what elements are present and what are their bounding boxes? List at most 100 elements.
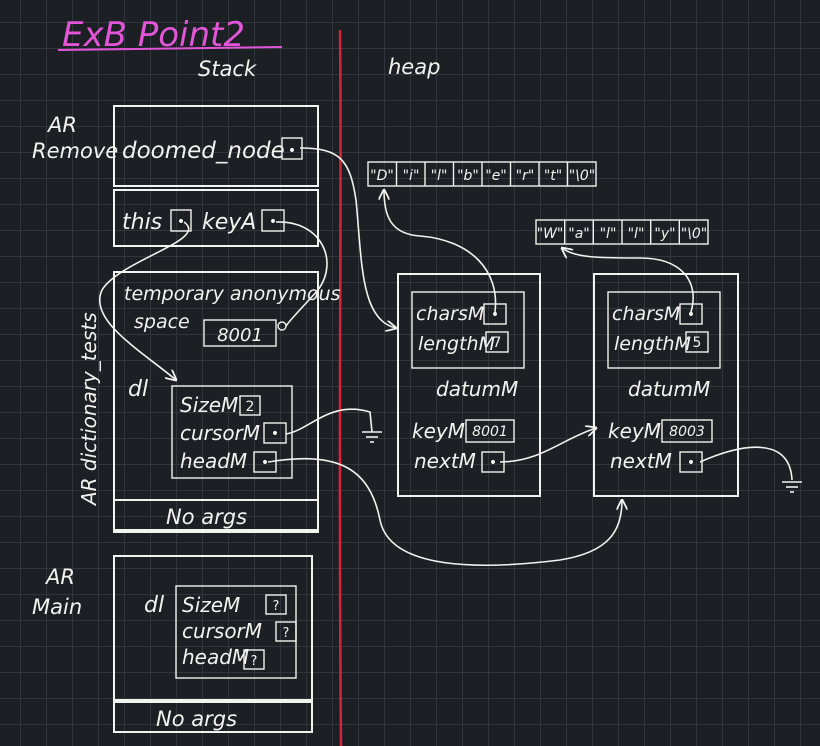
this-param-label: this — [122, 210, 162, 235]
node-2-key-label: keyM — [608, 419, 661, 443]
ar-dictionary-tests-frame — [113, 271, 319, 531]
char-cell: "\0" — [681, 226, 708, 242]
ar-dictionary-tests-label: AR dictionary_tests — [77, 312, 101, 507]
ar-remove-frame — [113, 105, 319, 187]
heap-node-1-frame — [397, 273, 541, 497]
char-cell: "a" — [568, 226, 589, 242]
main-cursor-field-value: ? — [283, 626, 290, 641]
heap-string-dilbert: "D" "i" "l" "b" "e" "r" "t" "\0" — [367, 161, 597, 187]
this-pointer-dot: • — [177, 214, 185, 230]
key-param-label: keyA — [202, 210, 256, 235]
node-2-datum-frame — [607, 291, 721, 369]
head-pointer-dot: • — [261, 455, 269, 471]
node-1-datum-label: datumM — [436, 377, 518, 401]
node-2-chars-label: charsM — [612, 303, 680, 325]
cursor-field-label: cursorM — [180, 421, 260, 445]
char-cell: "W" — [537, 226, 564, 242]
char-cell: "t" — [544, 168, 562, 184]
ar-remove-label-ar: AR — [46, 113, 77, 137]
main-size-field-value: ? — [273, 599, 280, 614]
node-1-next-label: nextM — [414, 449, 476, 473]
node-1-length-label: lengthM — [418, 333, 495, 355]
node-2-length-value: 5 — [693, 335, 702, 351]
null-ground-icon — [782, 481, 802, 493]
head-pointer-cell — [253, 451, 277, 473]
key-pointer-dot: • — [269, 214, 277, 230]
main-size-field-label: SizeM — [182, 593, 240, 617]
null-ground-icon — [362, 431, 382, 443]
this-pointer-cell — [170, 209, 192, 232]
head-field-label: headM — [180, 449, 247, 473]
cursor-to-null-arrow — [285, 408, 373, 435]
main-head-field-value: ? — [251, 654, 258, 669]
size-field-cell — [239, 395, 261, 416]
char-cell: "\0" — [569, 168, 596, 184]
stack-heap-divider — [338, 29, 343, 746]
node1-chars-to-dilbert-arrow — [384, 190, 497, 313]
main-head-field-cell — [243, 649, 265, 670]
node-2-datum-label: datumM — [628, 377, 710, 401]
node-1-length-cell — [485, 331, 509, 353]
heap-string-wally: "W" "a" "l" "l" "y" "\0" — [535, 219, 709, 245]
node-2-chars-cell — [679, 303, 703, 325]
node-1-datum-frame — [411, 291, 525, 369]
node2-next-to-null-arrow — [699, 446, 793, 481]
size-field-value: 2 — [246, 399, 255, 415]
ar-main-label-ar: AR — [44, 565, 75, 589]
main-cursor-field-label: cursorM — [182, 619, 262, 643]
title-underline — [57, 46, 283, 51]
char-cell: "l" — [628, 226, 645, 242]
char-cell: "r" — [516, 168, 535, 184]
stack-label: Stack — [198, 57, 257, 81]
node-1-next-dot: • — [489, 455, 497, 471]
ar-main-label-name: Main — [32, 595, 82, 619]
dl-label: dl — [128, 377, 148, 402]
doomed-node-label: doomed_node — [122, 138, 285, 164]
char-cell: "e" — [485, 168, 507, 184]
ar-dictionary-tests-args-frame — [113, 499, 319, 533]
doomed-node-pointer-dot: • — [288, 143, 296, 159]
heap-label: heap — [388, 55, 440, 79]
doomed-node-to-node1-arrow — [299, 147, 396, 328]
char-cell: "l" — [431, 168, 448, 184]
ar-main-no-args: No args — [156, 707, 237, 731]
node-2-length-label: lengthM — [614, 333, 691, 355]
char-cell: "l" — [600, 226, 617, 242]
ar-remove-args-frame — [113, 189, 319, 247]
ar-main-frame — [113, 555, 313, 703]
node-2-key-value: 8003 — [669, 424, 705, 440]
node-2-length-cell — [685, 331, 709, 353]
node-1-key-value: 8001 — [472, 424, 508, 440]
char-cell: "b" — [457, 168, 479, 184]
char-cell: "D" — [370, 168, 394, 184]
node-1-chars-dot: • — [491, 307, 499, 323]
node-2-next-label: nextM — [610, 449, 672, 473]
temp-space-label-line2: space — [134, 311, 190, 333]
key-to-temp-arrow — [275, 221, 328, 327]
ar-main-args-frame — [113, 699, 313, 733]
this-to-dl-arrow — [99, 221, 190, 380]
head-to-node2-arrow — [267, 457, 622, 566]
node-1-chars-label: charsM — [416, 303, 484, 325]
temp-space-pointer-origin — [277, 321, 287, 331]
main-cursor-field-cell — [275, 621, 297, 642]
main-size-field-cell — [265, 594, 287, 615]
main-head-field-label: headM — [182, 645, 249, 669]
cursor-pointer-dot: • — [271, 426, 279, 442]
main-dl-label: dl — [144, 593, 164, 618]
node-2-next-dot: • — [687, 455, 695, 471]
ar-dictionary-tests-no-args: No args — [166, 505, 247, 529]
ar-remove-label-name: Remove — [32, 139, 118, 163]
char-cell: "y" — [654, 226, 675, 242]
node-1-key-cell — [465, 419, 515, 443]
temp-space-value-cell — [203, 319, 277, 347]
heap-node-2-frame — [593, 273, 739, 497]
node-2-key-cell — [661, 419, 713, 443]
node1-next-to-node2-arrow — [499, 428, 596, 463]
cursor-pointer-cell — [263, 422, 287, 444]
node-1-key-label: keyM — [412, 419, 465, 443]
key-pointer-cell — [261, 209, 285, 232]
node-1-length-value: 7 — [493, 335, 502, 351]
size-field-label: SizeM — [180, 393, 238, 417]
